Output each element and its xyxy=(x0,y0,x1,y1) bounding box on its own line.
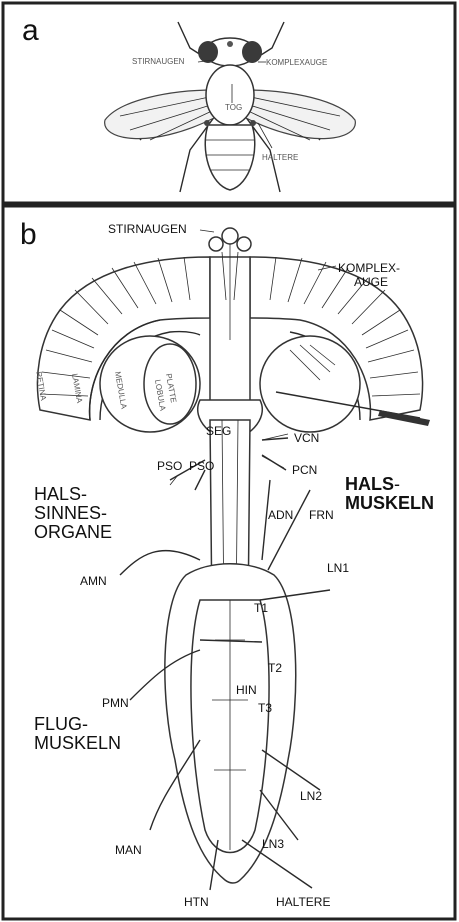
haltere-left xyxy=(204,120,210,126)
label-vcn: VCN xyxy=(294,431,319,445)
ocellus-center xyxy=(222,228,238,244)
label-amn: AMN xyxy=(80,574,107,588)
label-htn: HTN xyxy=(184,895,209,909)
compound-eye-left xyxy=(198,41,218,63)
label-flug-2: MUSKELN xyxy=(34,733,121,753)
label-hals-muskeln-1: HALS- xyxy=(345,474,400,494)
label-haltere-a: HALTERE xyxy=(262,153,298,162)
compound-eye-right xyxy=(242,41,262,63)
label-pcn: PCN xyxy=(292,463,317,477)
label-ln1: LN1 xyxy=(327,561,349,575)
label-hals-sinnes-3: ORGANE xyxy=(34,522,112,542)
label-t3: T3 xyxy=(258,701,272,715)
label-t1: T1 xyxy=(254,601,268,615)
label-hals-sinnes-2: SINNES- xyxy=(34,503,107,523)
label-hals-muskeln-2: MUSKELN xyxy=(345,493,434,513)
panel-b: b xyxy=(3,206,455,919)
panel-a: a xyxy=(3,3,455,203)
panel-a-letter: a xyxy=(22,14,39,47)
ocellus-right xyxy=(237,237,251,251)
label-komplexauge-a: KOMPLEXAUGE xyxy=(266,58,327,67)
fly-thorax xyxy=(206,65,254,125)
label-ln3: LN3 xyxy=(262,837,284,851)
label-komplex: KOMPLEX- xyxy=(338,261,400,275)
label-flug-1: FLUG- xyxy=(34,714,88,734)
label-pso-2: PSO xyxy=(189,459,214,473)
ocelli xyxy=(227,41,233,47)
label-ln2: LN2 xyxy=(300,789,322,803)
label-hin: HIN xyxy=(236,683,257,697)
label-hals-sinnes-1: HALS- xyxy=(34,484,87,504)
label-pmn: PMN xyxy=(102,696,129,710)
panel-b-letter: b xyxy=(20,218,37,251)
label-man: MAN xyxy=(115,843,142,857)
label-frn: FRN xyxy=(309,508,334,522)
label-stirnaugen-a: STIRNAUGEN xyxy=(132,57,185,66)
label-seg: SEG xyxy=(206,424,231,438)
label-haltere-b: HALTERE xyxy=(276,895,330,909)
label-tog: TOG xyxy=(225,103,242,112)
label-t2: T2 xyxy=(268,661,282,675)
label-stirnaugen-b: STIRNAUGEN xyxy=(108,222,187,236)
medulla-right xyxy=(260,336,360,432)
label-auge: AUGE xyxy=(354,275,388,289)
haltere-right xyxy=(250,120,256,126)
label-adn: ADN xyxy=(268,508,293,522)
ocellus-left xyxy=(209,237,223,251)
label-pso: PSO xyxy=(157,459,182,473)
